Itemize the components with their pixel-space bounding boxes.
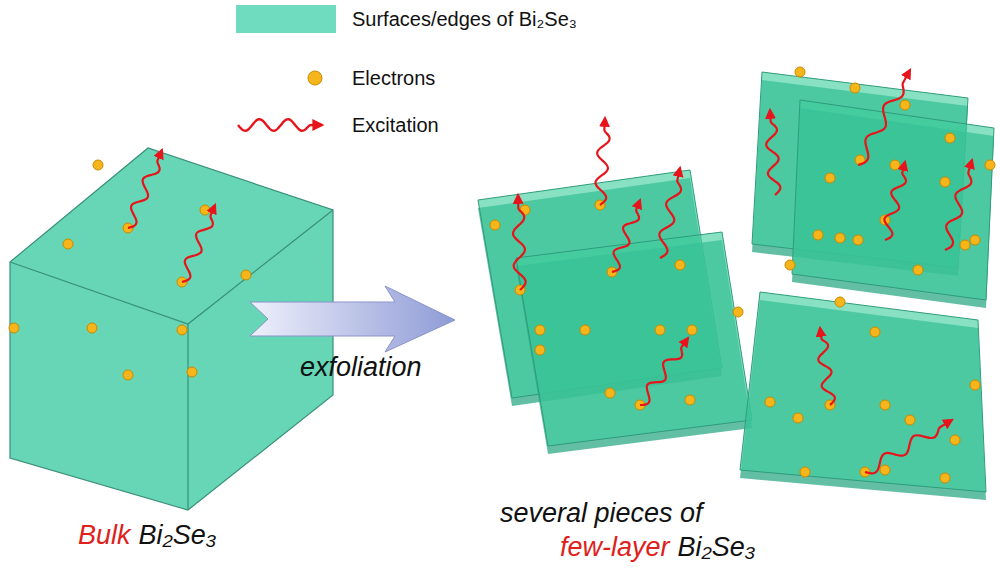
excitation-arrow bbox=[766, 110, 780, 195]
electron bbox=[913, 265, 923, 275]
electron bbox=[87, 323, 97, 333]
electron bbox=[177, 325, 187, 335]
sheet-surface bbox=[740, 292, 986, 492]
legend-text: Electrons bbox=[352, 67, 435, 90]
electron bbox=[200, 205, 210, 215]
electron bbox=[123, 370, 133, 380]
excitation-arrow bbox=[858, 70, 910, 165]
electron bbox=[825, 173, 835, 183]
electron bbox=[733, 307, 743, 317]
legend-text: Excitation bbox=[352, 114, 439, 137]
process-arrow bbox=[250, 286, 455, 352]
process-label: exfoliation bbox=[300, 352, 422, 383]
excitation-arrow bbox=[595, 118, 609, 205]
electron bbox=[853, 235, 863, 245]
electron bbox=[835, 297, 845, 307]
electron bbox=[835, 233, 845, 243]
sheet-surface bbox=[792, 100, 994, 300]
electron bbox=[985, 160, 995, 170]
electron bbox=[940, 177, 950, 187]
electron bbox=[960, 240, 970, 250]
electron bbox=[905, 415, 915, 425]
electron bbox=[880, 400, 890, 410]
caption-text: Bi₂Se₃ bbox=[139, 520, 217, 551]
electron bbox=[850, 83, 860, 93]
legend-excitation-sample bbox=[238, 119, 322, 131]
caption-text: few-layer bbox=[560, 532, 670, 563]
electron bbox=[870, 327, 880, 337]
electron bbox=[940, 473, 950, 483]
excitation-arrow bbox=[659, 168, 681, 258]
electron-dots bbox=[9, 67, 995, 483]
electron bbox=[800, 467, 810, 477]
electron bbox=[605, 388, 615, 398]
electron bbox=[580, 325, 590, 335]
sheet-surface bbox=[516, 232, 752, 446]
electron bbox=[970, 380, 980, 390]
excitation-arrow bbox=[612, 200, 640, 272]
electron bbox=[793, 413, 803, 423]
excitation-arrows bbox=[128, 70, 972, 473]
electron bbox=[490, 220, 500, 230]
electron bbox=[880, 465, 890, 475]
excitation-arrow bbox=[884, 162, 906, 240]
electron bbox=[675, 260, 685, 270]
electron bbox=[687, 325, 697, 335]
electron bbox=[535, 345, 545, 355]
electron bbox=[945, 133, 955, 143]
electron bbox=[785, 260, 795, 270]
excitation-arrow bbox=[182, 205, 215, 282]
legend-swatch bbox=[236, 5, 336, 33]
excitation-arrow bbox=[128, 150, 162, 228]
caption-text: Bulk bbox=[78, 520, 131, 551]
electron bbox=[970, 235, 980, 245]
excitation-arrow bbox=[945, 160, 972, 250]
excitation-arrow bbox=[513, 195, 526, 290]
electron bbox=[900, 100, 910, 110]
excitation-arrow bbox=[818, 328, 835, 405]
electron bbox=[535, 325, 545, 335]
caption-text: several pieces of bbox=[500, 498, 703, 529]
electron bbox=[950, 435, 960, 445]
electron bbox=[63, 239, 73, 249]
electron bbox=[93, 160, 103, 170]
electron bbox=[187, 367, 197, 377]
electron bbox=[655, 325, 665, 335]
few-layer-sheets bbox=[478, 72, 994, 500]
electron bbox=[890, 160, 900, 170]
caption-text: Bi₂Se₃ bbox=[678, 532, 756, 563]
electron bbox=[9, 323, 19, 333]
electron bbox=[685, 395, 695, 405]
legend-samples bbox=[238, 71, 322, 131]
electron bbox=[813, 230, 823, 240]
electron bbox=[765, 397, 775, 407]
legend-electron-sample bbox=[308, 71, 322, 85]
excitation-arrow bbox=[865, 420, 952, 473]
electron bbox=[795, 67, 805, 77]
electron bbox=[241, 270, 251, 280]
excitation-arrow bbox=[640, 338, 688, 405]
legend-text: Surfaces/edges of Bi₂Se₃ bbox=[352, 8, 577, 31]
